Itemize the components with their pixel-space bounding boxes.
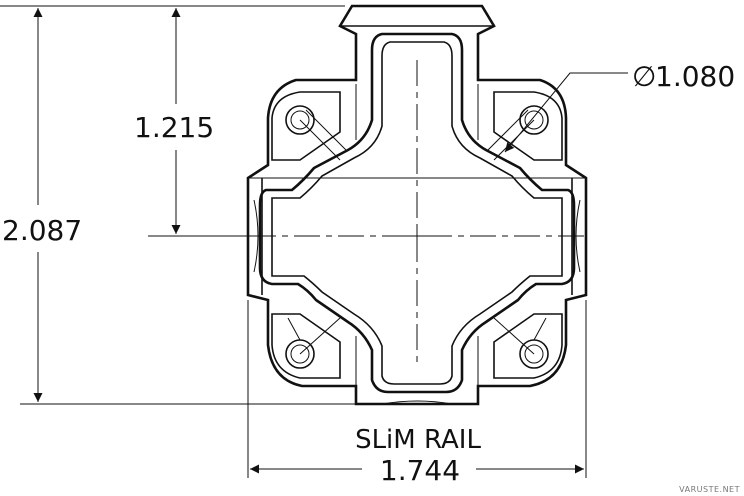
- part-body: [246, 4, 588, 406]
- hole-diameter-value: 1.080: [655, 60, 735, 93]
- mounting-hole-top-left: [285, 105, 347, 161]
- mounting-hole-top-right: [487, 105, 549, 161]
- mounting-hole-bottom-right: [493, 317, 549, 369]
- diameter-symbol: ∅: [632, 60, 656, 93]
- mounting-hole-bottom-left: [285, 317, 341, 369]
- part-label: SLiM RAIL: [355, 425, 481, 455]
- centerlines: [250, 60, 586, 368]
- watermark: VARUSTE.NET: [679, 485, 740, 494]
- center-height-value: 1.215: [134, 111, 214, 144]
- extension-lines: [0, 5, 587, 478]
- overall-height-value: 2.087: [2, 214, 82, 247]
- overall-width-value: 1.744: [380, 454, 460, 487]
